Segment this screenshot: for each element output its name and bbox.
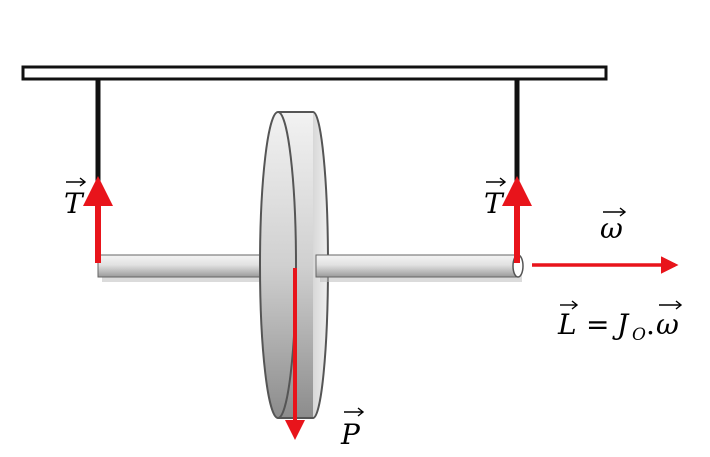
label-angular-velocity: ω	[600, 207, 627, 245]
axle-right	[315, 254, 524, 282]
svg-text:O: O	[632, 325, 646, 345]
svg-text:T: T	[484, 187, 505, 220]
svg-text:P: P	[340, 418, 361, 451]
svg-text:L: L	[557, 308, 577, 341]
svg-text:.: .	[646, 308, 655, 341]
svg-text:ω: ω	[656, 308, 679, 341]
ceiling-bar	[21, 65, 608, 81]
label-tension-left: T	[64, 177, 87, 220]
label-tension-right: T	[484, 177, 507, 220]
label-weight: P	[340, 407, 365, 451]
svg-text:ω: ω	[600, 212, 623, 245]
svg-text:=: =	[586, 308, 609, 341]
svg-text:T: T	[64, 187, 85, 220]
label-angular-momentum: L = J O . ω	[557, 300, 683, 345]
svg-text:J: J	[612, 308, 630, 341]
axle-left	[97, 254, 261, 282]
